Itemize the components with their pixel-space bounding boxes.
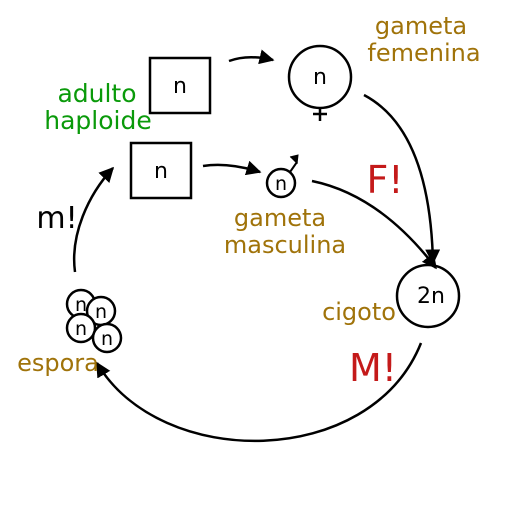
arrow-adult-to-female-gamete: [228, 49, 275, 65]
zygote: 2n: [395, 263, 461, 329]
female-gamete-ploidy: n: [313, 65, 327, 90]
arrow-female-gamete-to-zygote: [363, 93, 441, 265]
male-gamete-ploidy: n: [275, 173, 287, 195]
female-symbol-icon: [313, 108, 327, 121]
female-gamete: n: [287, 44, 353, 121]
label-adulto: adulto: [57, 79, 136, 108]
male-gamete: n: [265, 154, 299, 199]
label-gameta-masculina-2: masculina: [224, 231, 346, 259]
spore-ploidy: n: [101, 328, 113, 350]
arrow-male-gamete-to-zygote: [311, 179, 437, 270]
label-gameta-masculina-1: gameta: [234, 204, 326, 232]
spores: n n n n: [65, 288, 123, 354]
arrow-zygote-to-spores: [95, 342, 423, 442]
spore-ploidy: n: [75, 294, 87, 316]
adult-haploid-top: n: [148, 56, 212, 115]
adult-haploid-bottom: n: [129, 141, 193, 200]
label-meiosis: M!: [349, 346, 397, 390]
label-mitosis: m!: [36, 201, 77, 236]
adult-bottom-ploidy: n: [154, 159, 168, 184]
male-symbol-icon: [289, 154, 299, 173]
arrow-spores-to-adult: [72, 166, 115, 273]
zygote-ploidy: 2n: [417, 284, 445, 309]
label-gameta-femenina-1: gameta: [375, 12, 467, 40]
adult-top-ploidy: n: [173, 74, 187, 99]
spore-ploidy: n: [95, 301, 107, 323]
label-gameta-femenina-2: femenina: [367, 39, 480, 67]
label-fertilization: F!: [366, 158, 403, 202]
label-haploide: haploide: [44, 106, 151, 135]
label-espora: espora: [17, 349, 99, 377]
label-cigoto: cigoto: [322, 298, 396, 326]
arrow-adult-to-male-gamete: [202, 160, 262, 176]
spore-ploidy: n: [75, 318, 87, 340]
